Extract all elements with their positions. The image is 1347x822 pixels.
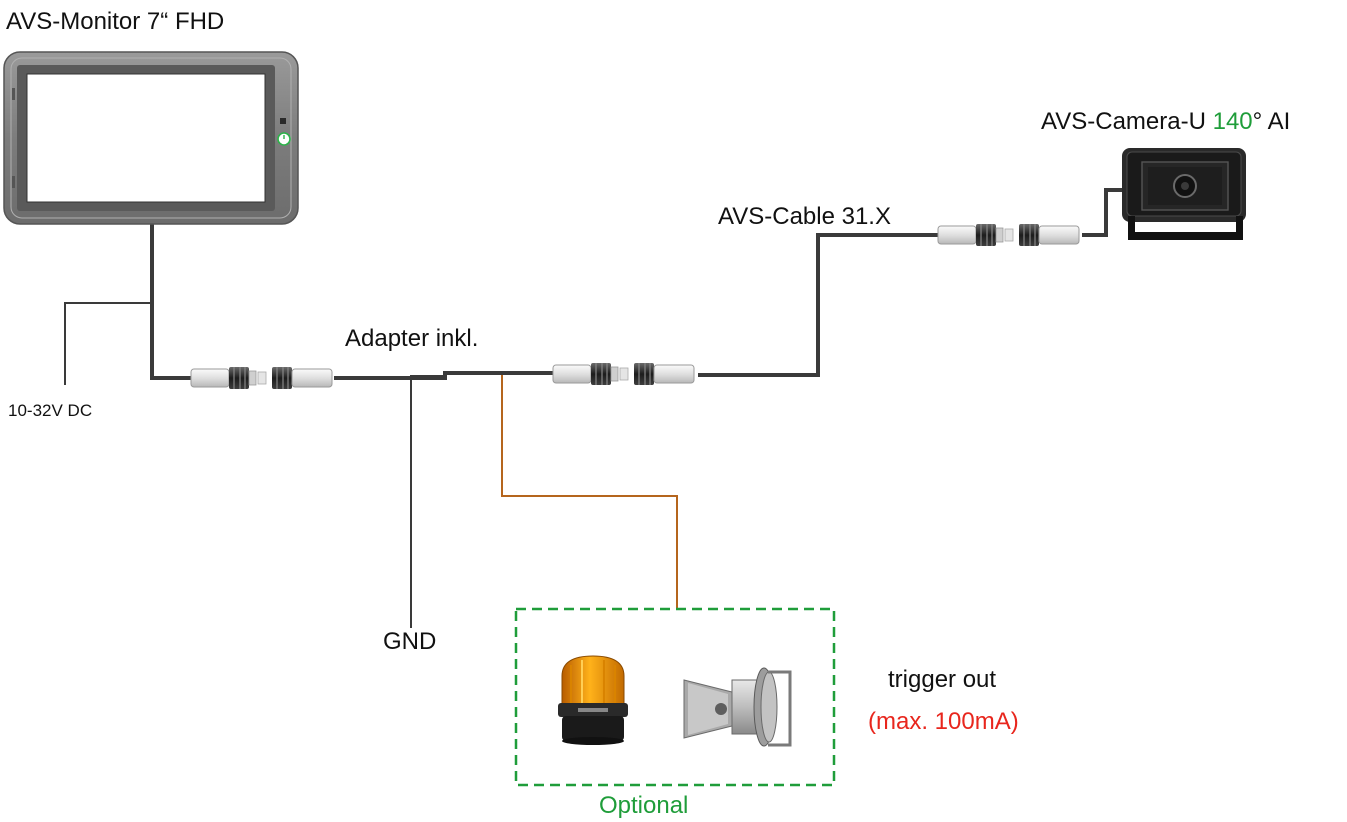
- cables: [64, 188, 1128, 628]
- cable-label: AVS-Cable 31.X: [718, 203, 891, 230]
- connector-icon: [190, 366, 333, 390]
- connector-icon: [552, 362, 695, 386]
- trigger-limit-label: (max. 100mA): [868, 708, 1019, 735]
- optional-frame: [514, 607, 836, 787]
- camera-label-suffix: ° AI: [1252, 108, 1291, 135]
- adapter-label: Adapter inkl.: [345, 325, 479, 352]
- beacon-light-icon: [558, 655, 628, 745]
- power-label: 10-32V DC: [8, 401, 93, 420]
- optional-label: Optional: [599, 792, 689, 819]
- horn-speaker-icon: [683, 667, 792, 747]
- camera-angle: 140: [1212, 108, 1253, 135]
- camera-label-prefix: AVS-Camera-U: [1041, 108, 1213, 135]
- connector-icon: [937, 223, 1080, 247]
- camera-label: AVS-Camera-U 140° AI: [1041, 110, 1290, 134]
- monitor-icon: [3, 51, 299, 225]
- gnd-label: GND: [383, 628, 437, 655]
- monitor-label: AVS-Monitor 7“ FHD: [6, 8, 225, 35]
- trigger-label: trigger out: [888, 666, 997, 693]
- camera-icon: [1122, 148, 1246, 240]
